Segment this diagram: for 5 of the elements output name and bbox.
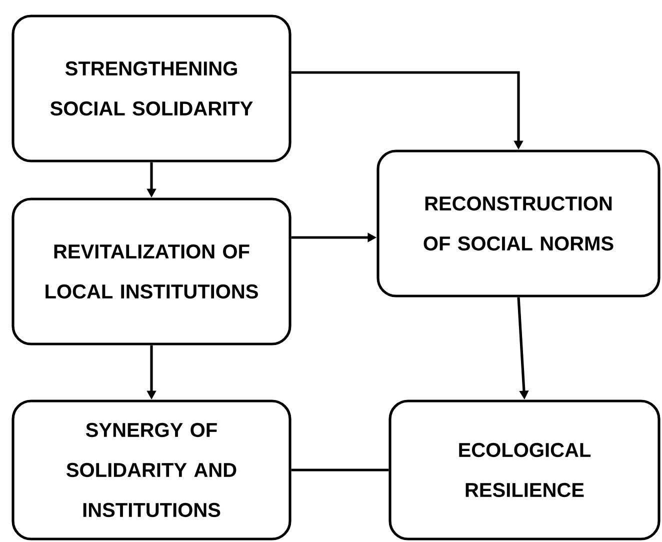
process-box: SYNERGY OF SOLIDARITY AND INSTITUTIONS	[12, 400, 292, 540]
process-box: STRENGTHENING SOCIAL SOLIDARITY	[12, 14, 292, 162]
process-box: REVITALIZATION OF LOCAL INSTITUTIONS	[12, 198, 292, 346]
process-box: ECOLOGICAL RESILIENCE	[388, 400, 660, 540]
process-box: RECONSTRUCTION OF SOCIAL NORMS	[376, 150, 660, 298]
